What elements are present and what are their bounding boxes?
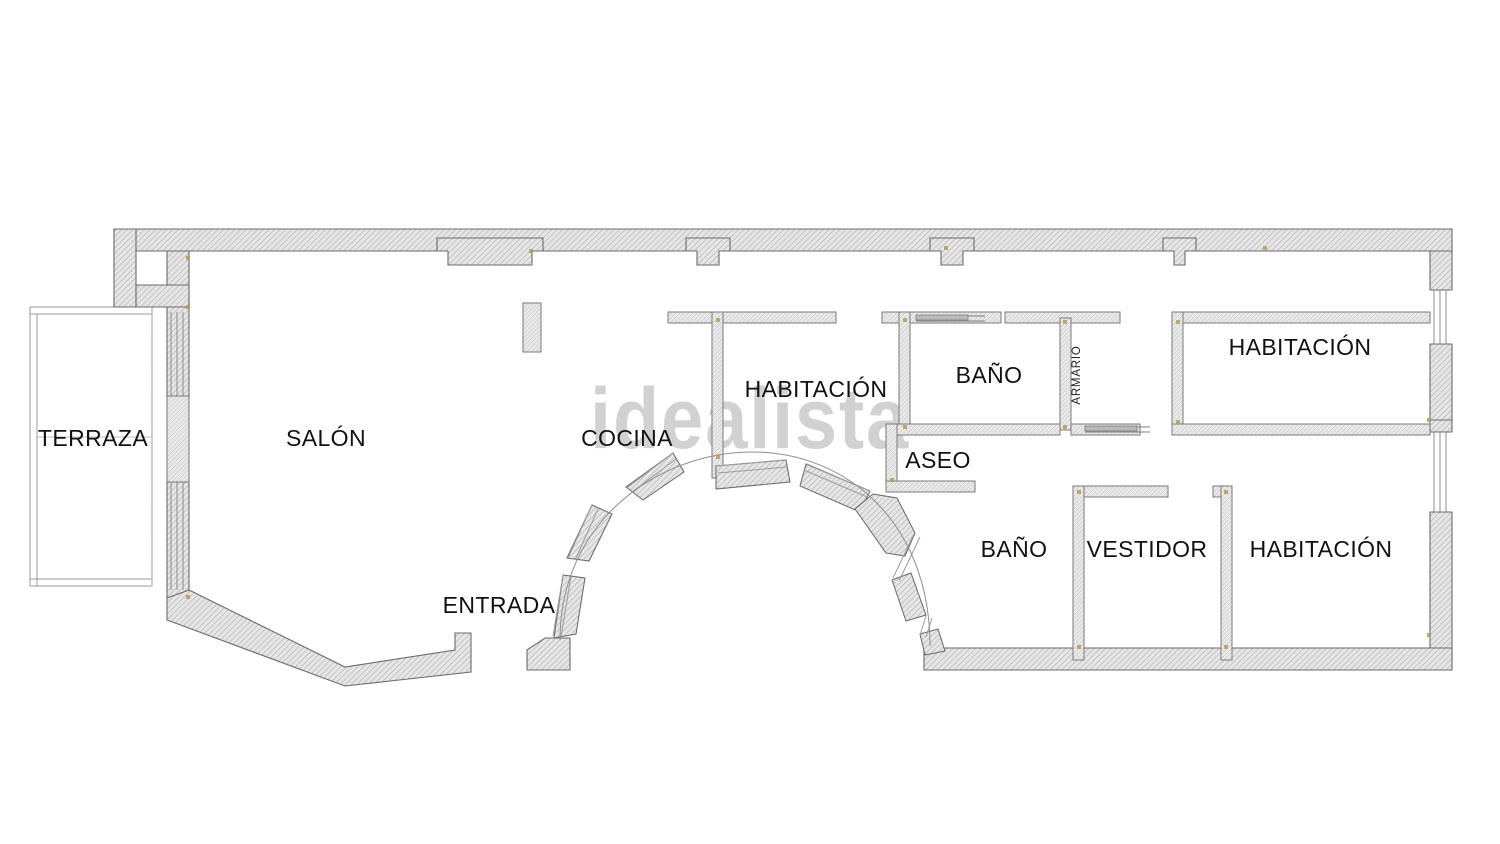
left-wall-window-blocks [166, 395, 190, 483]
windows [170, 290, 1447, 590]
wall-vestidor-right [1220, 485, 1233, 661]
window-right-1 [1433, 290, 1447, 344]
wall-aseo-bottom [885, 480, 976, 493]
window-right-2 [1433, 432, 1447, 512]
arch-segment-6 [854, 493, 916, 557]
wall-top-exterior [113, 228, 1453, 252]
door-panel-armario [1084, 425, 1138, 432]
room-label-entrada: ENTRADA [443, 592, 556, 618]
wall-armario-left [1059, 317, 1072, 431]
room-labels: TERRAZA SALÓN COCINA HABITACIÓN BAÑO ARM… [38, 334, 1393, 618]
wall-bano1-bottom [885, 423, 1061, 436]
wall-niche-top-right [929, 237, 975, 266]
wall-hab2-top [1182, 311, 1431, 324]
room-label-vestidor: VESTIDOR [1087, 536, 1208, 562]
wall-hab2-left [1171, 311, 1184, 425]
sliding-door-panels [915, 314, 1138, 432]
wall-hab2-bottom [1171, 423, 1431, 436]
wall-niche-top-far-right [1162, 237, 1197, 266]
wall-bano1-left [898, 311, 911, 431]
watermark-idealista: idealista [590, 371, 910, 467]
arch-segment-7 [891, 572, 927, 622]
wall-left-pier-outer [113, 228, 137, 308]
room-label-habitacion-2: HABITACIÓN [1229, 334, 1372, 360]
wall-vestidor-top-left [1072, 485, 1169, 498]
room-label-cocina: COCINA [581, 425, 673, 451]
wall-cocina-vertical [711, 311, 724, 479]
wall-right-seg-1 [1429, 250, 1453, 291]
room-label-armario: ARMARIO [1071, 345, 1083, 404]
room-label-salon: SALÓN [286, 425, 366, 451]
window-left-1 [170, 312, 184, 396]
window-left-mullion [166, 395, 190, 483]
room-label-aseo: ASEO [905, 447, 971, 473]
room-label-bano-2: BAÑO [981, 536, 1048, 562]
wall-right-seg-joint [1429, 419, 1453, 433]
arch-inner-contour [559, 451, 931, 647]
watermark-text: idealista [590, 371, 910, 467]
wall-left-pier-base [135, 284, 190, 308]
room-label-habitacion-1: HABITACIÓN [745, 376, 888, 402]
wall-bottom-right-exterior [923, 647, 1453, 671]
wall-right-seg-2 [1429, 343, 1453, 421]
door-panel-bano1 [915, 314, 969, 321]
wall-right-seg-3 [1429, 511, 1453, 661]
wall-salon-stub [522, 302, 542, 353]
wall-niche-top-mid [685, 237, 731, 266]
wall-niche-top-left [436, 237, 544, 266]
room-label-habitacion-3: HABITACIÓN [1250, 536, 1393, 562]
wall-bottom-left-angled [166, 589, 472, 687]
wall-entrance-stub [526, 637, 571, 671]
jamb-marks [186, 246, 1431, 649]
room-label-terraza: TERRAZA [38, 425, 148, 451]
wall-cocina-top [667, 311, 837, 324]
exterior-walls [113, 228, 1453, 687]
window-left-2 [170, 482, 184, 590]
room-label-bano-1: BAÑO [956, 362, 1023, 388]
wall-vestidor-left [1072, 485, 1085, 661]
